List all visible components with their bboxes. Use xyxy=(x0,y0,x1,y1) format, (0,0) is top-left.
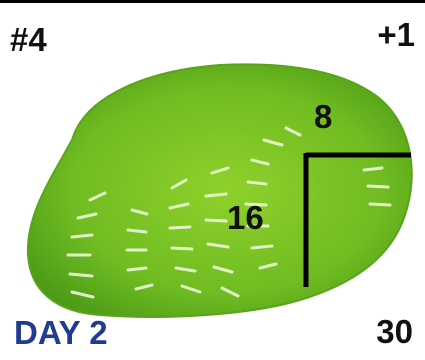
leaf-shape xyxy=(26,63,413,318)
total-value: 30 xyxy=(376,313,413,350)
height-measurement-label: 16 xyxy=(227,199,264,236)
measurement-bracket xyxy=(303,152,411,287)
card-number: #4 xyxy=(10,21,47,58)
leaf-vein-markings xyxy=(66,126,392,299)
top-border xyxy=(0,0,425,3)
day-label: DAY 2 xyxy=(14,314,108,351)
width-measurement-label: 8 xyxy=(314,98,333,135)
score-change: +1 xyxy=(377,16,415,53)
